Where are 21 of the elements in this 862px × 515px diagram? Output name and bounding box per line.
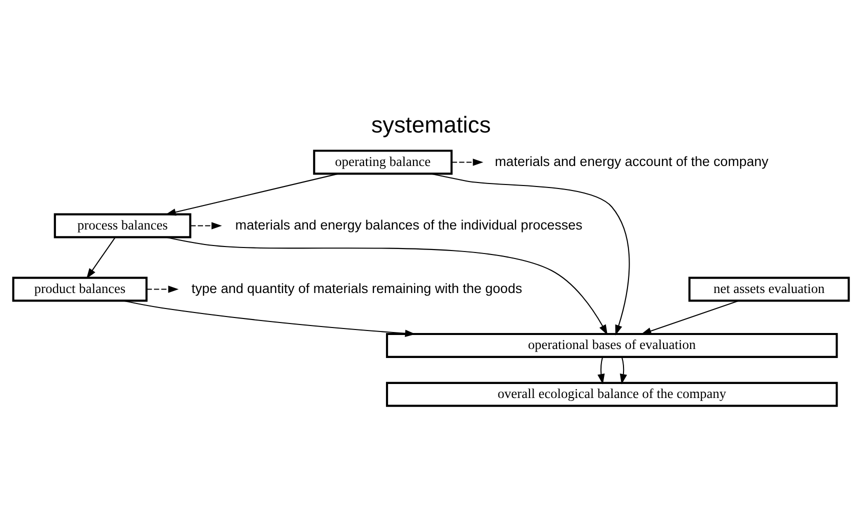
arrow <box>166 236 608 335</box>
node-text: materials and energy balances of the individual processes <box>235 216 582 232</box>
node-box: product balances <box>12 276 148 302</box>
arrow <box>430 172 630 335</box>
node-text: materials and energy account of the company <box>494 153 768 168</box>
arrow <box>165 172 339 216</box>
node-box: operational bases of evaluation <box>386 332 838 358</box>
arrow <box>190 222 222 229</box>
arrow <box>598 356 605 384</box>
node-box: net assets evaluation <box>688 276 850 302</box>
node-box: operating balance <box>313 149 453 174</box>
node-box: overall ecological balance of the company <box>386 381 838 406</box>
arrow <box>146 285 179 292</box>
node-box: process balances <box>54 212 192 238</box>
arrow <box>86 236 116 278</box>
diagram-title: systematics <box>371 111 491 138</box>
node-text: type and quantity of materials remaining with the goods <box>192 280 522 296</box>
arrow <box>640 300 739 334</box>
arrow <box>452 158 484 166</box>
arrow <box>620 356 628 384</box>
arrow <box>123 300 416 336</box>
